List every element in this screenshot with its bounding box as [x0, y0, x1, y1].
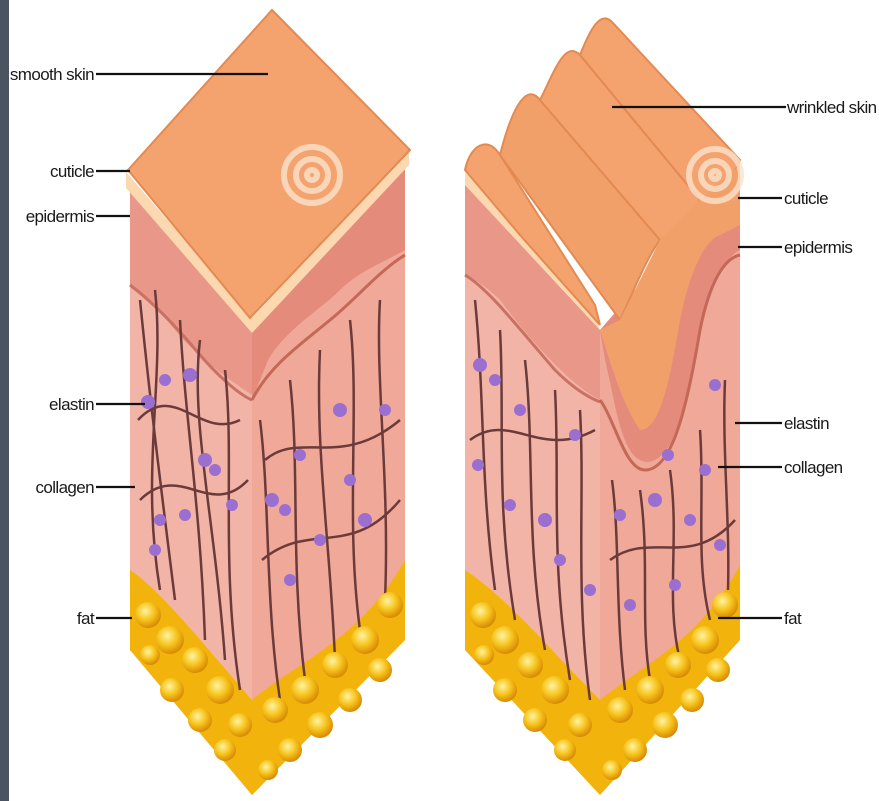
label-wrinkled-skin: wrinkled skin: [786, 98, 877, 117]
label-left-cuticle: cuticle: [50, 162, 94, 181]
smooth-skin-block: [126, 10, 410, 795]
label-left-elastin: elastin: [49, 395, 94, 414]
label-left-collagen: collagen: [35, 478, 94, 497]
label-right-epidermis: epidermis: [784, 238, 852, 257]
label-left-fat: fat: [77, 609, 95, 628]
label-right-fat: fat: [784, 609, 802, 628]
label-left-epidermis: epidermis: [26, 207, 94, 226]
left-labels: smooth skin cuticle epidermis elastin co…: [10, 65, 95, 628]
right-labels: wrinkled skin cuticle epidermis elastin …: [784, 98, 877, 628]
label-right-collagen: collagen: [784, 458, 843, 477]
label-smooth-skin: smooth skin: [10, 65, 94, 84]
label-right-elastin: elastin: [784, 414, 829, 433]
label-right-cuticle: cuticle: [784, 189, 828, 208]
wrinkled-skin-block: [465, 18, 741, 795]
